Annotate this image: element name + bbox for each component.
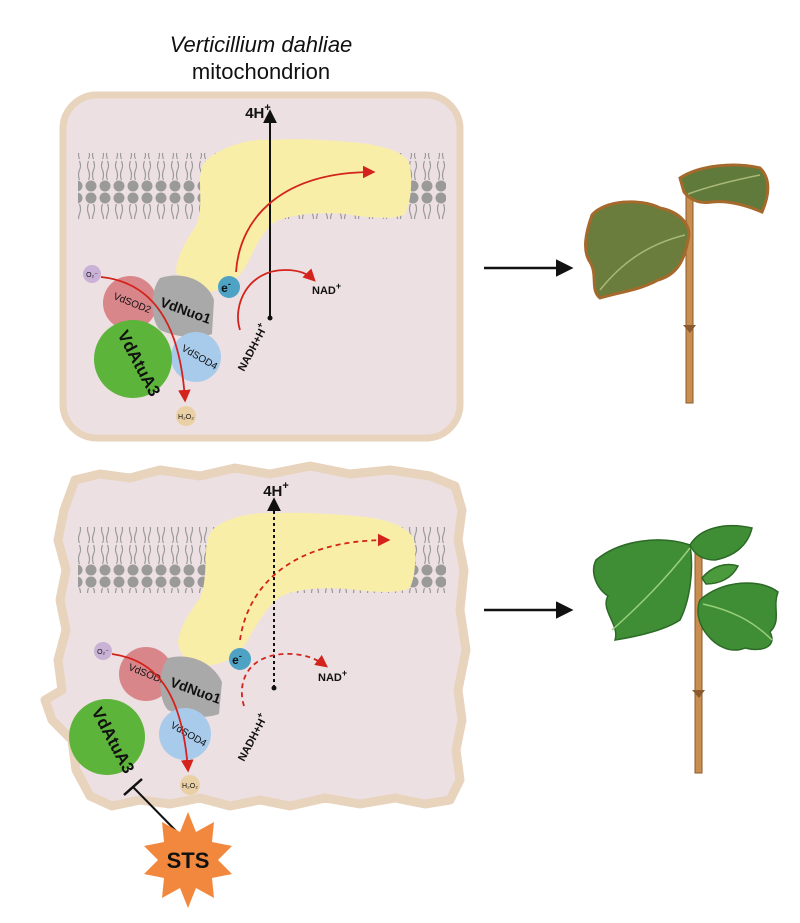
electron-icon bbox=[229, 648, 251, 670]
vdnuo1-protein-bottom bbox=[160, 656, 222, 717]
healthy-plant-illustration bbox=[592, 525, 779, 774]
sts-label: STS bbox=[167, 848, 210, 873]
electron-label-top: e- bbox=[221, 279, 231, 295]
wilted-leaf-left-vein bbox=[599, 234, 686, 291]
figure-title-species: Verticillium dahliae bbox=[170, 32, 353, 57]
superoxide-label-top: O₂⁻ bbox=[86, 272, 98, 279]
wilted-leaf-right bbox=[678, 163, 770, 214]
electron-label-bottom: e- bbox=[232, 651, 242, 667]
complex-i-bottom bbox=[178, 512, 416, 666]
vdsod2-protein-top bbox=[103, 276, 157, 330]
vdsod4-protein-top bbox=[171, 332, 221, 382]
vdatua3-protein-top bbox=[94, 320, 172, 398]
vdsod2-protein-bottom bbox=[119, 647, 173, 701]
vdatua3-protein-bottom bbox=[69, 699, 145, 775]
nad-label-top: NAD+ bbox=[312, 281, 341, 297]
panel-bottom: 4H+ NAD+ NADH+H+ e- VdSOD2 VdNuo1 VdSOD4… bbox=[40, 461, 471, 908]
wilted-leaf-right-vein bbox=[687, 174, 761, 195]
h2o2-label-bottom: H₂O₂ bbox=[182, 783, 198, 790]
panel-top: 4H+ NAD+ NADH+H+ e- VdSOD2 VdNuo1 VdSOD4… bbox=[59, 91, 464, 442]
sts-inhibition-line bbox=[132, 786, 181, 836]
electron-icon bbox=[218, 276, 240, 298]
healthy-plant-stem bbox=[694, 544, 703, 774]
wilted-plant-node bbox=[683, 325, 696, 333]
superoxide-icon bbox=[94, 642, 112, 660]
electron-flow-arrow-top bbox=[235, 165, 376, 273]
healthy-plant-node bbox=[692, 690, 705, 698]
complex-i-top bbox=[176, 139, 412, 294]
h2o2-icon bbox=[180, 775, 200, 795]
electron-flow-arrow-bottom bbox=[239, 533, 391, 641]
vdsod4-protein-bottom bbox=[159, 708, 211, 760]
wilted-plant-illustration bbox=[584, 163, 770, 404]
healthy-leaf-top bbox=[689, 525, 753, 561]
vdnuo1-protein-top bbox=[152, 275, 214, 337]
sts-inhibition-bar bbox=[123, 778, 143, 796]
nadh-origin-dot-top bbox=[267, 315, 273, 321]
superoxide-label-bottom: O₂⁻ bbox=[97, 649, 109, 656]
superoxide-icon bbox=[83, 265, 101, 283]
h2o2-label-top: H₂O₂ bbox=[178, 414, 194, 421]
ros-conversion-arrow-bottom bbox=[111, 653, 194, 773]
nadh-oxidation-arrow-top bbox=[237, 268, 316, 331]
healthy-leaf-left-vein bbox=[611, 547, 691, 631]
healthy-leaf-small bbox=[701, 563, 740, 585]
nadh-oxidation-arrow-bottom bbox=[240, 653, 329, 707]
ros-conversion-arrow-top bbox=[100, 276, 191, 403]
proton-label-top: 4H+ bbox=[245, 102, 271, 122]
h2o2-icon bbox=[176, 406, 196, 426]
sts-starburst-icon bbox=[144, 812, 232, 908]
healthy-leaf-left bbox=[592, 539, 693, 641]
nadh-origin-dot-bottom bbox=[271, 685, 277, 691]
healthy-leaf-right-vein bbox=[702, 603, 773, 641]
proton-label-bottom: 4H+ bbox=[263, 480, 289, 500]
nad-label-bottom: NAD+ bbox=[318, 668, 347, 684]
figure-title-organelle: mitochondrion bbox=[192, 59, 330, 84]
wilted-leaf-left bbox=[584, 200, 691, 300]
